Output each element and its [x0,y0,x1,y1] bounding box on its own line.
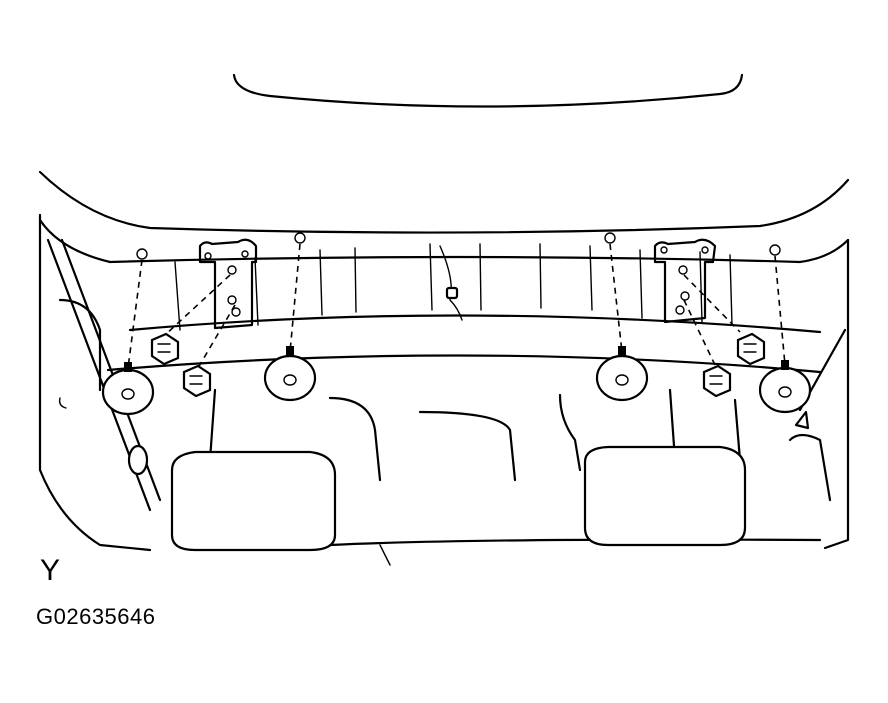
pad-right-inner [595,346,649,402]
roof-header [38,170,850,234]
shelf-rear-edge [128,314,822,334]
panel-lines [174,243,733,331]
rear-window-edge [232,73,744,108]
hole [769,244,781,256]
headrest-right [583,445,747,547]
figure-code: G02635646 [36,604,156,629]
right-panel [788,433,832,502]
nut [736,332,766,366]
left-panel-curve [58,298,102,392]
seat-bottom-line [328,538,822,547]
shelf-lower-edge [106,354,822,374]
headrest-left [170,450,337,552]
shelf-upper-band [38,218,850,264]
right-triangle [794,410,810,430]
pad-left-outer [101,362,155,416]
nut [702,364,732,398]
view-label: Y [40,554,61,587]
left-rod-clip [127,444,149,476]
left-mark [58,397,67,409]
pad-right-outer [758,360,812,414]
leader-lines [127,243,786,369]
hole [136,248,148,260]
nut [182,364,212,398]
hole [294,232,306,244]
left-pillar [38,213,152,552]
hole [604,232,616,244]
right-pillar [823,238,850,550]
left-hinge-bracket [198,238,258,330]
seatback-left [208,388,517,482]
center-cable [439,245,463,321]
cable-clip [445,286,459,300]
right-hinge-bracket [653,238,717,324]
pad-left-inner [263,346,317,402]
nut [150,332,180,366]
